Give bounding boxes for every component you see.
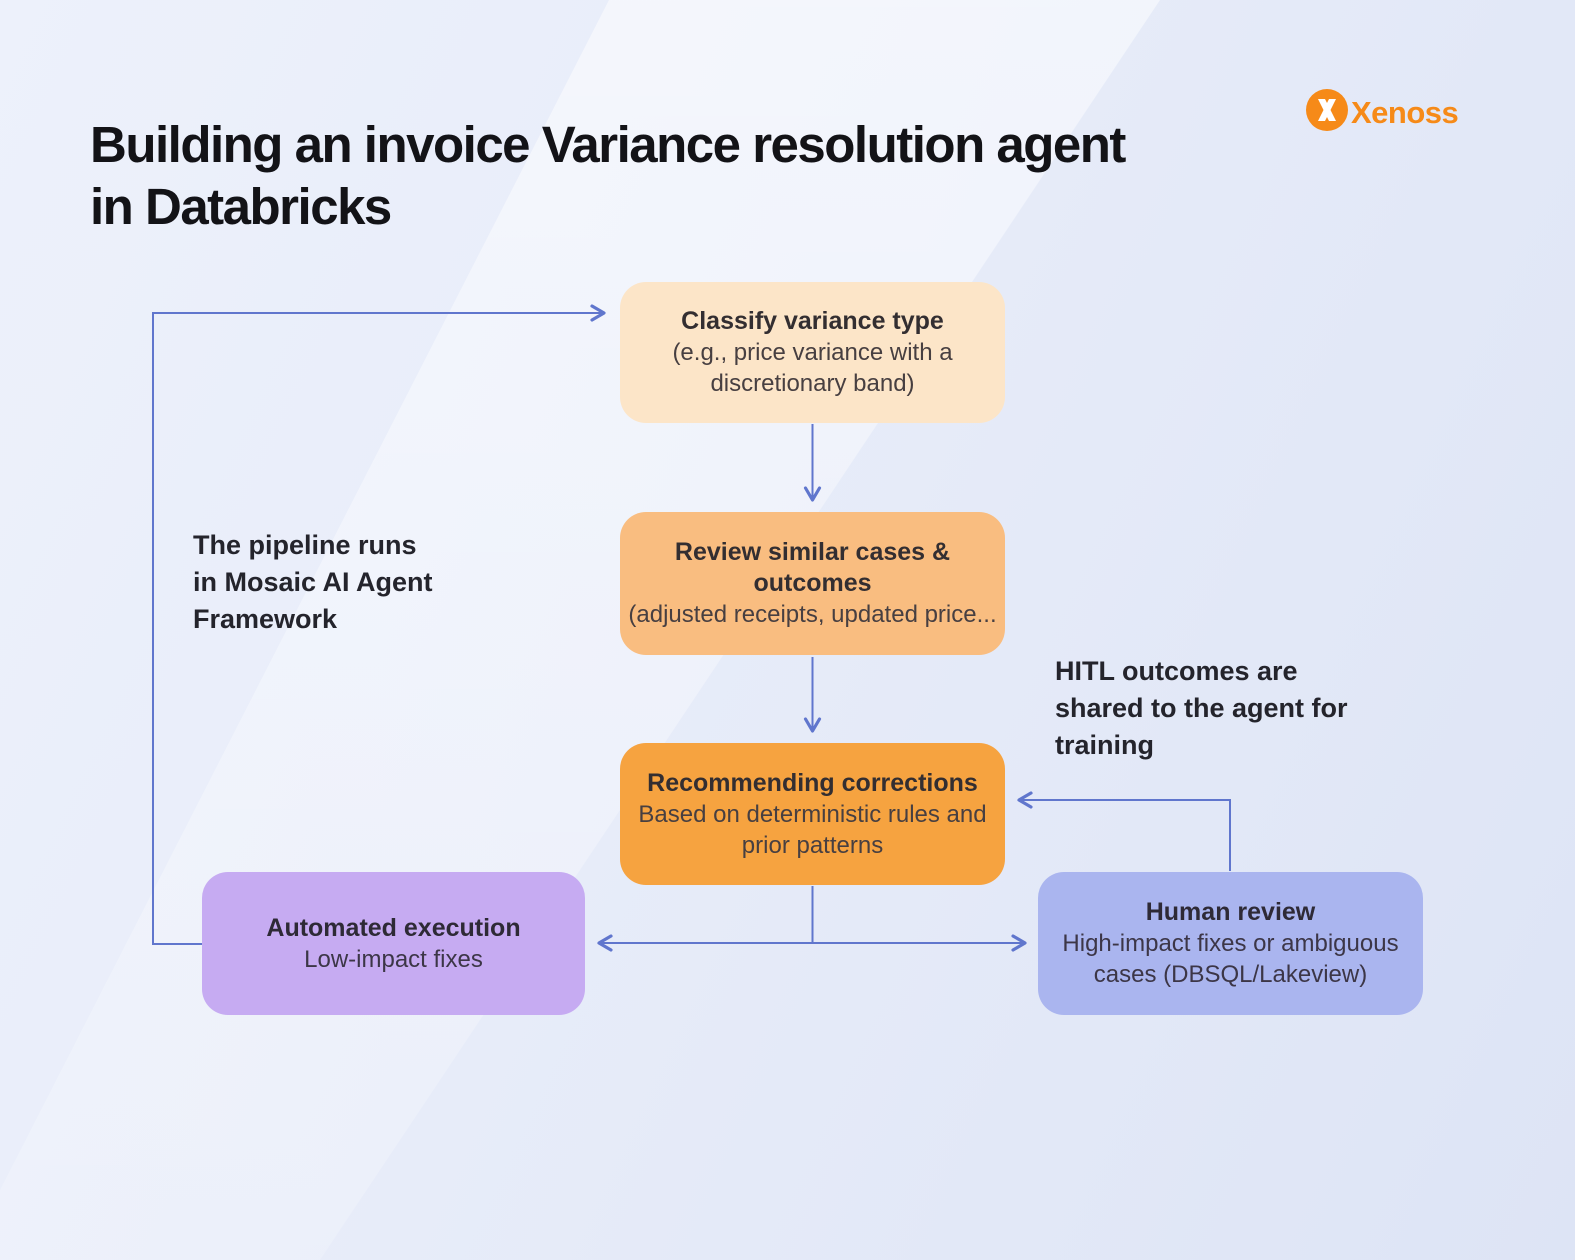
xenoss-logo-wordmark: Xenoss bbox=[1351, 94, 1459, 130]
page-title-line-2: in Databricks bbox=[90, 178, 392, 236]
note-hitl-outcomes: HITL outcomes are shared to the agent fo… bbox=[1055, 653, 1348, 764]
node-review-title-line-2: outcomes bbox=[753, 569, 872, 597]
node-human-review: Human review High-impact fixes or ambigu… bbox=[1038, 872, 1423, 1015]
node-review-similar-cases: Review similar cases & outcomes (adjuste… bbox=[620, 512, 1005, 655]
node-classify-variance-type: Classify variance type (e.g., price vari… bbox=[620, 282, 1005, 423]
note-hitl-line-1: HITL outcomes are bbox=[1055, 656, 1298, 686]
edge-human-to-recommend-feedback bbox=[1017, 791, 1231, 871]
node-human-title: Human review bbox=[1145, 898, 1316, 926]
node-recommend-title: Recommending corrections bbox=[647, 768, 978, 797]
xenoss-logo: Xenoss bbox=[1306, 89, 1459, 136]
node-classify-body-line-2: discretionary band) bbox=[710, 370, 915, 397]
xenoss-x-mark-icon bbox=[1306, 89, 1348, 136]
node-human-body-line-2: cases (DBSQL/Lakeview) bbox=[1093, 961, 1368, 988]
page-title-line-1: Building an invoice Variance resolution … bbox=[90, 116, 1126, 174]
node-classify-title: Classify variance type bbox=[681, 307, 944, 335]
page-title: Building an invoice Variance resolution … bbox=[90, 114, 1126, 238]
note-hitl-line-2: shared to the agent for bbox=[1055, 693, 1348, 723]
node-review-body: (adjusted receipts, updated price... bbox=[628, 601, 997, 628]
note-hitl-line-3: training bbox=[1055, 730, 1154, 760]
node-review-title-line-1: Review similar cases & bbox=[674, 538, 951, 566]
node-human-body-line-1: High-impact fixes or ambiguous bbox=[1062, 930, 1399, 957]
note-pipeline-line-2: in Mosaic AI Agent bbox=[193, 567, 433, 597]
node-automated-title: Automated execution bbox=[266, 913, 521, 942]
node-recommending-corrections: Recommending corrections Based on determ… bbox=[620, 743, 1005, 885]
note-pipeline-framework: The pipeline runs in Mosaic AI Agent Fra… bbox=[193, 527, 433, 638]
node-recommend-body-line-2: prior patterns bbox=[741, 831, 884, 859]
note-pipeline-line-3: Framework bbox=[193, 604, 338, 634]
note-pipeline-line-1: The pipeline runs bbox=[193, 530, 417, 560]
node-recommend-body-line-1: Based on deterministic rules and bbox=[638, 800, 987, 828]
node-classify-body-line-1: (e.g., price variance with a bbox=[672, 339, 953, 366]
node-automated-body: Low-impact fixes bbox=[304, 945, 483, 973]
node-automated-execution: Automated execution Low-impact fixes bbox=[202, 872, 585, 1015]
